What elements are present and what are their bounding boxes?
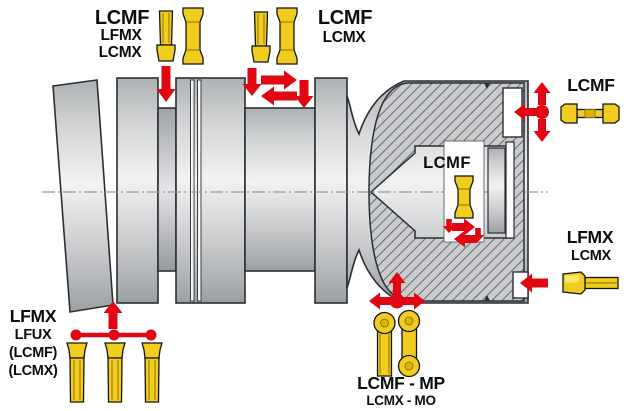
edge-tick	[484, 83, 490, 89]
label-top-left-line3: LCMX	[98, 44, 142, 61]
workpiece-section	[314, 77, 348, 304]
multi-direction-arrows-icon	[369, 272, 425, 310]
grooving-insert-icon	[104, 342, 126, 403]
grooving-insert-icon	[182, 7, 204, 65]
grooving-insert-icon	[276, 7, 298, 65]
grooving-insert-icon	[66, 342, 88, 403]
workpiece-step	[244, 107, 316, 272]
multi-position-arrow-icon	[70, 301, 157, 341]
label-bottom-center-primary: LCMF - MP	[357, 373, 445, 393]
workpiece-section	[116, 77, 159, 304]
label-right-upper-primary: LCMF	[567, 75, 615, 95]
workpiece-relief-slit	[190, 79, 195, 302]
bore-band	[487, 147, 506, 234]
bore-strip	[505, 141, 515, 239]
internal-grooving-insert-icon	[454, 175, 474, 219]
multi-direction-arrows-icon	[242, 68, 314, 108]
label-right-lower-line2: LCMX	[571, 248, 611, 264]
grooving-insert-icon	[141, 342, 163, 403]
grooving-insert-icon	[156, 10, 176, 62]
label-bottom-left-line4: (LCMX)	[8, 363, 58, 379]
workpiece-section	[175, 77, 246, 304]
edge-tick	[484, 295, 490, 301]
profiling-insert-icon	[397, 309, 421, 378]
label-bottom-left-line3: (LCMF)	[8, 345, 58, 361]
label-bottom-left-primary: LFMX	[9, 306, 57, 326]
workpiece-relief-slit	[197, 79, 202, 302]
label-top-center-line2: LCMX	[322, 29, 366, 46]
label-bottom-left-line2: LFUX	[14, 327, 52, 343]
side-grooving-insert-icon	[560, 103, 620, 124]
grooving-insert-icon	[251, 11, 271, 63]
side-grooving-insert-icon	[562, 271, 619, 295]
workpiece-groove	[157, 107, 177, 272]
workpiece-cutoff-segment	[52, 79, 114, 313]
profiling-insert-icon	[373, 311, 396, 377]
multi-direction-arrows-icon	[514, 82, 551, 142]
label-top-left-line2: LFMX	[100, 27, 142, 44]
label-bore-primary: LCMF	[423, 154, 471, 172]
label-top-left-primary: LCMF	[94, 7, 150, 29]
feed-direction-arrow-icon	[156, 66, 176, 102]
label-top-center-primary: LCMF	[317, 7, 373, 29]
label-right-lower-primary: LFMX	[566, 227, 614, 247]
label-bottom-center-line2: LCMX - MO	[366, 393, 436, 408]
